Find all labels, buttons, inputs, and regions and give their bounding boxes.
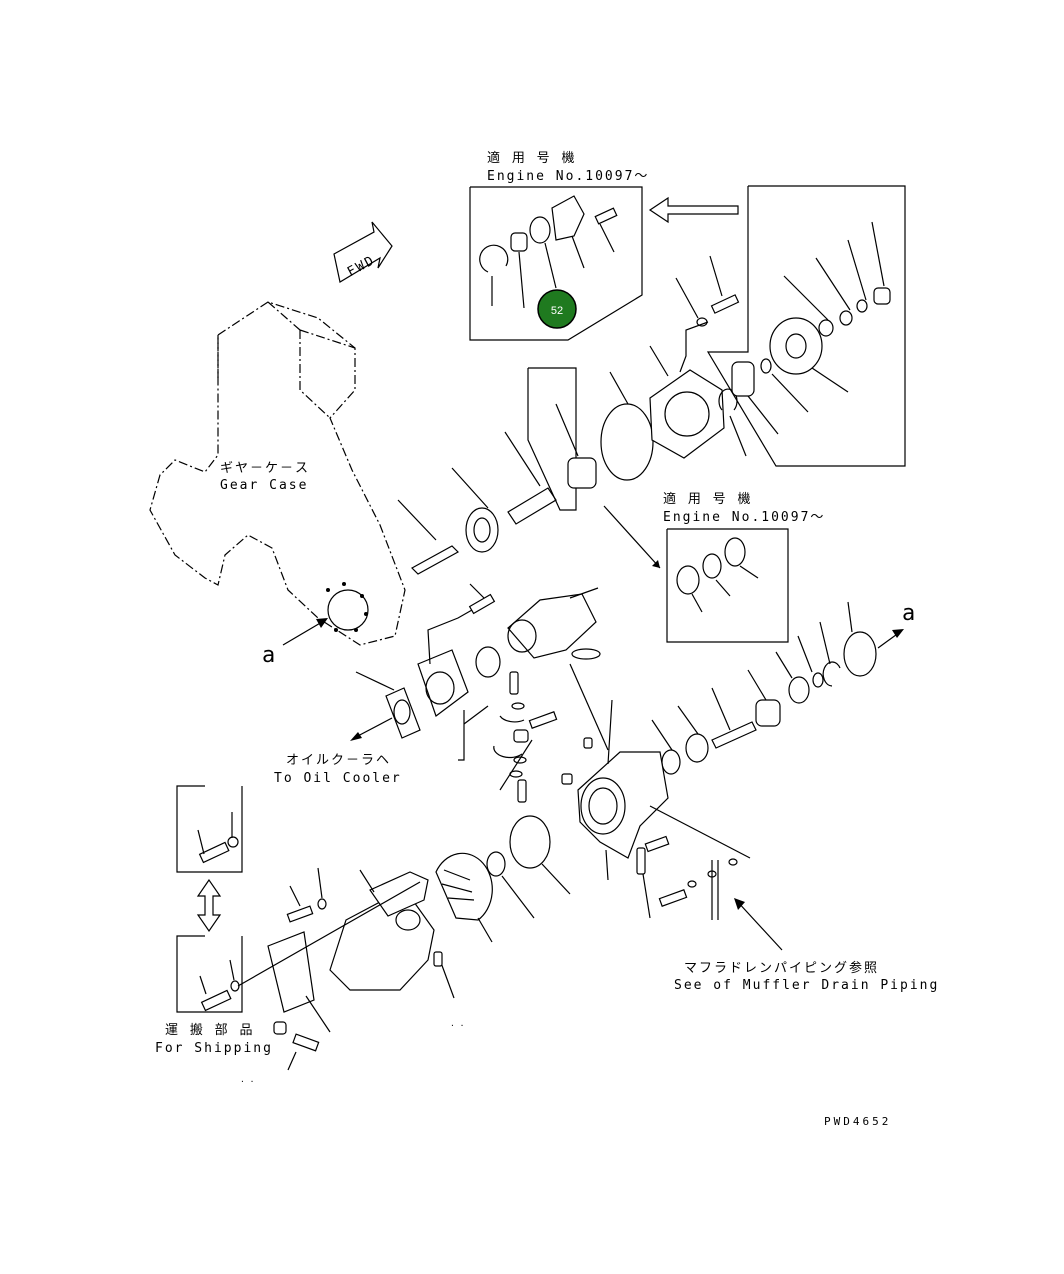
lower-sleeve-part: [755, 699, 781, 727]
housing-bolt-part: [710, 294, 740, 314]
shaft-assembly: [397, 255, 740, 575]
pump-body: [435, 699, 783, 951]
inset-top: 適 用 号 機 Engine No.10097～: [469, 150, 649, 341]
ref-a-left: a: [262, 618, 328, 668]
oil-cooler-label-en: To Oil Cooler: [274, 771, 402, 786]
o-ring-part: [529, 216, 551, 244]
drive-gear-part: [465, 507, 499, 553]
inset-top-title-en: Engine No.10097～: [487, 169, 649, 184]
lower-shaft-part: [711, 721, 757, 749]
svg-text:. .: . .: [240, 1075, 254, 1084]
pulley-part: [769, 317, 823, 375]
inset-mid: 適 用 号 機 Engine No.10097～: [603, 491, 825, 643]
oil-cooler-label-jp: オイルク－ラヘ: [286, 753, 391, 768]
inlet-bolt-part: [286, 905, 314, 923]
large-o-ring-part: [600, 403, 654, 481]
spacer-part: [818, 319, 834, 337]
shaft-pin-part: [411, 545, 459, 575]
seal-part: [486, 851, 506, 877]
pulley-nut-part: [873, 287, 891, 305]
inset-mid-title-jp: 適 用 号 機: [663, 491, 752, 507]
svg-text:. .: . .: [450, 1019, 464, 1028]
gear-case-label-jp: ギヤ－ケ－ス: [220, 461, 310, 476]
bearing-part: [567, 457, 597, 489]
ship-bolt-top: [198, 841, 230, 864]
muffler-label-en: See of Muffler Drain Piping: [674, 978, 939, 993]
lower-shaft-assembly: a: [651, 601, 915, 775]
fwd-arrow-shape: [333, 221, 393, 283]
outlet-elbow: オイルク－ラヘ To Oil Cooler: [274, 583, 609, 803]
callout-52-number: 52: [551, 305, 563, 317]
ball-bearing-part: [731, 361, 755, 397]
callout-52[interactable]: 52: [537, 289, 577, 329]
inlet-elbow-part: [329, 901, 435, 991]
body-bolt-part: [636, 847, 646, 875]
shipping-label-jp: 運 搬 部 品: [165, 1023, 254, 1038]
inset-mid-title-en: Engine No.10097～: [663, 510, 825, 525]
inset-bearing-a: [676, 565, 700, 595]
nut-part: [510, 232, 528, 252]
snap-ring-part: [479, 244, 509, 273]
inset-pointer-arrow: [648, 196, 739, 224]
lower-bearing-part: [685, 733, 709, 763]
callout-52-marker[interactable]: [537, 289, 577, 329]
pump-housing-part: [649, 369, 725, 459]
ref-a-left-letter: a: [262, 643, 275, 668]
gear-case-label-en: Gear Case: [220, 478, 308, 493]
fwd-arrow: FWD: [333, 221, 393, 283]
swap-arrow: [196, 878, 222, 933]
elbow-bolt-part: [468, 593, 496, 615]
elbow-pipe-part: [507, 593, 597, 659]
gear-case: ギヤ－ケ－ス Gear Case: [149, 301, 406, 646]
cover-plate-part: [551, 195, 585, 241]
pulley-assembly: [706, 185, 906, 467]
ref-a-right-letter: a: [902, 601, 915, 626]
ship-bolt-bottom: [200, 989, 232, 1012]
drawing-number: PWD4652: [824, 1115, 891, 1128]
body-o-ring-part: [509, 815, 551, 869]
inset-bearing-b: [724, 537, 746, 567]
impeller-part: [435, 852, 493, 921]
inset-top-title-jp: 適 用 号 機: [487, 150, 576, 166]
bracket-part: [267, 931, 315, 1013]
shipping-label-en: For Shipping: [155, 1041, 273, 1056]
shipping-boxes: 運 搬 部 品 For Shipping: [155, 785, 273, 1056]
muffler-label-jp: マフラドレンパイピング参照: [684, 960, 879, 976]
bolt-part: [594, 207, 618, 225]
inlet-elbow: . . . .: [237, 867, 464, 1084]
pump-shaft-part: [507, 487, 557, 525]
lower-o-ring-part: [843, 631, 877, 677]
gasket-part: [385, 687, 421, 739]
inset-ring: [702, 553, 722, 579]
flange-part: [417, 649, 469, 717]
